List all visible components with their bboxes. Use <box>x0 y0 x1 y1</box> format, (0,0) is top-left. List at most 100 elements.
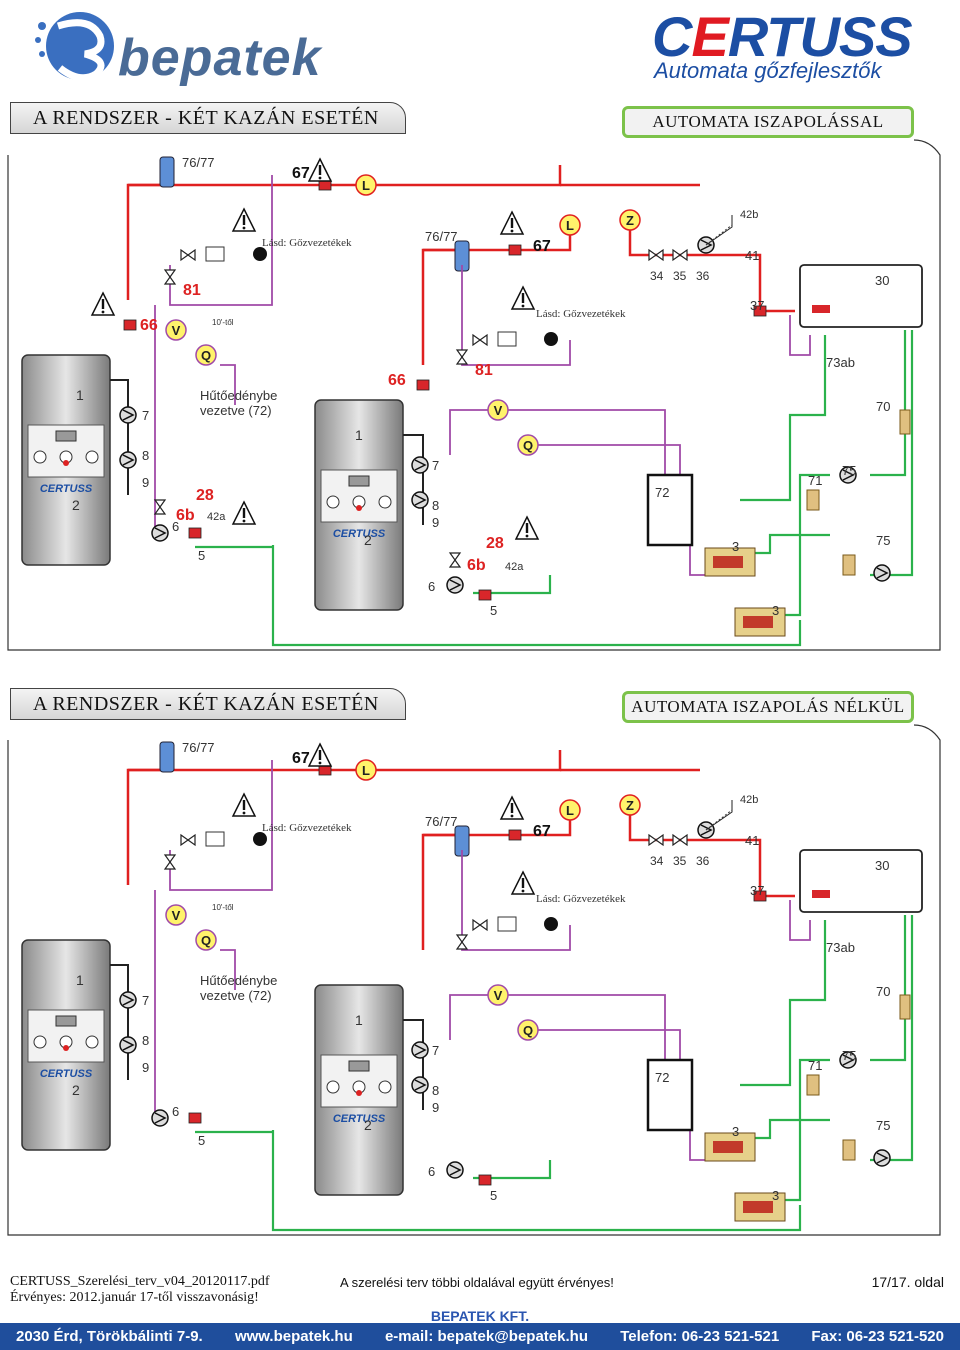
drain-line <box>449 409 666 545</box>
warning-icon <box>499 795 525 820</box>
pump-icon <box>411 1041 429 1059</box>
label-6: 6 <box>172 1104 179 1119</box>
valve-body <box>672 833 688 847</box>
feed-pipe <box>110 964 129 1080</box>
valve-icon <box>163 269 177 285</box>
boiler-dial <box>378 495 392 509</box>
valve-body <box>455 349 469 365</box>
warning-dot <box>101 310 105 314</box>
valve-icon <box>180 248 196 262</box>
steam-line <box>126 755 167 885</box>
connection-marker <box>559 799 581 821</box>
connection-marker <box>355 759 377 781</box>
footer-email-link[interactable]: e-mail: bepatek@bepatek.hu <box>384 1328 588 1345</box>
steam-line <box>421 833 460 950</box>
flow-indicator <box>508 829 522 841</box>
pump-arrow <box>700 824 713 836</box>
boiler-dial <box>33 450 47 464</box>
connection-marker-label: Q <box>201 348 211 363</box>
section2-mode-badge: AUTOMATA ISZAPOLÁS NÉLKÜL <box>622 691 914 723</box>
label-5: 5 <box>490 1188 497 1203</box>
drain-line <box>169 760 273 891</box>
connection-marker <box>165 904 187 926</box>
pump-icon <box>839 1051 857 1069</box>
feed-pipe <box>403 434 424 525</box>
boiler-lamp <box>356 1090 362 1096</box>
connection-marker <box>487 984 509 1006</box>
valve-body <box>180 833 196 847</box>
label-72: 72 <box>655 485 669 500</box>
label-30: 30 <box>875 858 889 873</box>
label-70: 70 <box>876 984 890 999</box>
section-frame <box>7 724 941 1236</box>
warning-dot <box>242 519 246 523</box>
warning-dot <box>242 811 246 815</box>
bepatek-swirl-icon <box>35 12 114 82</box>
label-34: 34 <box>650 854 664 868</box>
filter-icon <box>806 1074 820 1096</box>
label-8: 8 <box>142 448 149 463</box>
footer-web-link[interactable]: www.bepatek.hu <box>234 1328 353 1345</box>
flow-indicator <box>188 527 202 539</box>
label-9: 9 <box>432 515 439 530</box>
label-42b: 42b <box>740 794 758 806</box>
impulse-line <box>705 800 733 831</box>
flow-indicator <box>478 589 492 601</box>
boiler-brand: CERTUSS <box>40 483 93 495</box>
warning-icon <box>231 792 257 817</box>
valve-icon <box>455 934 469 950</box>
footer-contact-bar: 2030 Érd, Törökbálinti 7-9. www.bepatek.… <box>0 1323 960 1350</box>
label-from-10: 10'-től <box>212 903 234 912</box>
boiler: CERTUSS <box>314 984 404 1196</box>
boiler-display <box>348 475 370 487</box>
boiler-lamp <box>63 460 69 466</box>
label-66: 66 <box>140 317 158 334</box>
separator-icon <box>159 741 175 773</box>
connection-marker <box>195 929 217 951</box>
label-7: 7 <box>142 993 149 1008</box>
label-75: 75 <box>876 533 890 548</box>
label-41: 41 <box>745 248 759 263</box>
connection-marker <box>195 344 217 366</box>
warning-bar <box>525 523 529 533</box>
boiler: CERTUSS <box>314 399 404 611</box>
gauge-icon <box>544 332 558 346</box>
drain-line <box>449 994 666 1130</box>
label-7: 7 <box>432 1043 439 1058</box>
label-from-10: 10'-től <box>212 318 234 327</box>
label-81: 81 <box>475 362 493 379</box>
pump-icon <box>119 1036 137 1054</box>
gauge-icon <box>253 832 267 846</box>
connection-marker-label: V <box>494 988 503 1003</box>
drain-line <box>169 175 273 306</box>
certuss-wordmark: CERTUSS <box>652 5 913 68</box>
warning-bar <box>242 215 246 225</box>
valve-icon <box>672 248 688 262</box>
heater-element <box>812 305 830 313</box>
boiler-dial <box>85 1035 99 1049</box>
water-line <box>271 545 802 647</box>
label-30: 30 <box>875 273 889 288</box>
valve-body <box>455 934 469 950</box>
water-line <box>740 920 827 1087</box>
pump-icon <box>873 1149 891 1167</box>
label-81: 81 <box>183 282 201 299</box>
water-line <box>271 1130 802 1232</box>
label-28: 28 <box>196 487 214 504</box>
warning-icon <box>510 870 536 895</box>
pump-icon <box>119 406 137 424</box>
label-6b: 6b <box>176 507 195 524</box>
label-3: 3 <box>772 1188 779 1203</box>
label-9: 9 <box>432 1100 439 1115</box>
warning-dot <box>521 889 525 893</box>
connection-marker <box>487 399 509 421</box>
pump-arrow <box>122 1039 135 1051</box>
warning-dot <box>510 229 514 233</box>
label-5: 5 <box>198 1133 205 1148</box>
warning-bar <box>318 165 322 175</box>
label-72: 72 <box>655 1070 669 1085</box>
label-36: 36 <box>696 854 710 868</box>
pump-arrow <box>122 454 135 466</box>
warning-dot <box>510 814 514 818</box>
pump-icon <box>411 491 429 509</box>
